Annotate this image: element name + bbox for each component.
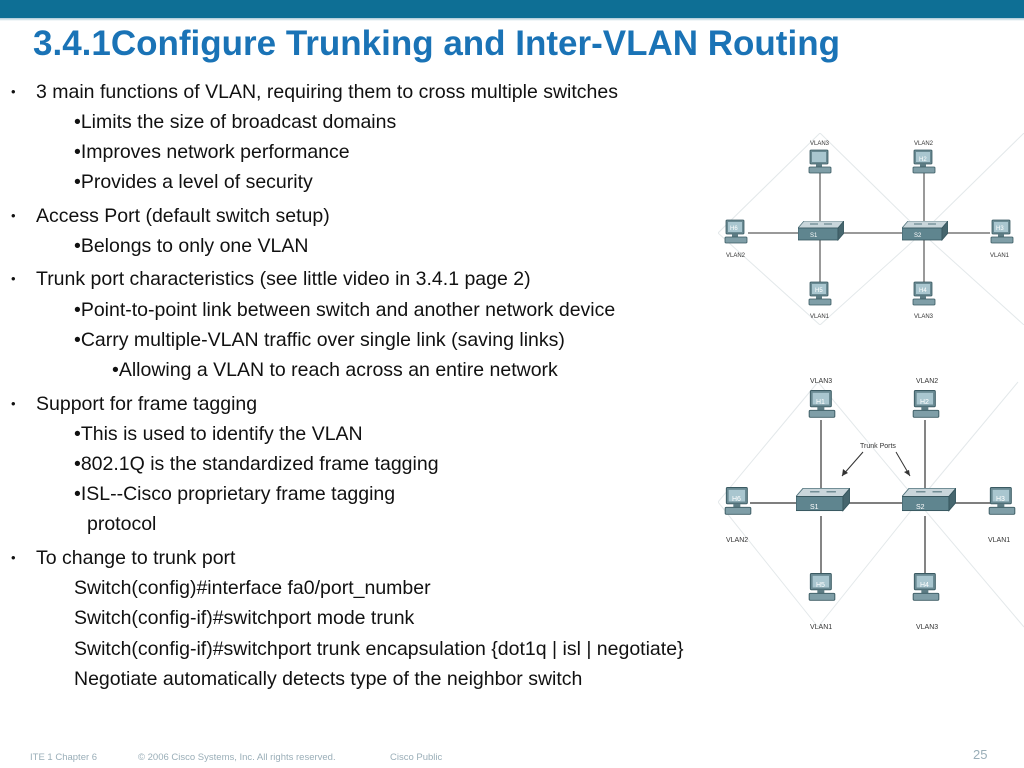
bullet-2-sub-1: •Belongs to only one VLAN — [74, 235, 309, 257]
bullet-marker: • — [11, 84, 16, 99]
diagram-grid — [718, 133, 1024, 325]
host-h2: VLAN2 H2 — [912, 141, 936, 174]
vlan-label: VLAN3 — [810, 378, 832, 385]
trunk-ports-diagram: Trunk Ports VLAN3 H1 VLAN2 H2 H6 VLAN2 H… — [718, 378, 1024, 631]
footer-classification: Cisco Public — [390, 752, 443, 763]
vlan-label: VLAN3 — [810, 141, 830, 147]
bullet-3-sub-1: •Point-to-point link between switch and … — [74, 299, 616, 321]
vlan-topology-diagram: VLAN3 H1 VLAN2 H2 H6 VLAN2 H3 VLAN1 S1 S… — [718, 133, 1024, 325]
vlan-label: VLAN2 — [914, 141, 934, 147]
bullet-4-sub-1: •This is used to identify the VLAN — [74, 423, 363, 445]
computer-icon — [808, 149, 832, 174]
vlan-label: VLAN2 — [726, 537, 748, 544]
host-h5: H5 VLAN1 — [808, 281, 832, 320]
switch-icon — [902, 488, 956, 512]
footer-copyright: © 2006 Cisco Systems, Inc. All rights re… — [138, 752, 336, 763]
bullet-3-subsub: •Allowing a VLAN to reach across an enti… — [112, 359, 558, 381]
command-line-4: Negotiate automatically detects type of … — [74, 668, 583, 690]
page-number: 25 — [973, 747, 988, 762]
host-h1: VLAN3 H1 — [808, 378, 836, 418]
bullet-2-text: Access Port (default switch setup) — [36, 205, 330, 227]
links — [748, 173, 990, 285]
host-h2: VLAN2 H2 — [912, 378, 940, 418]
switch-label: S2 — [914, 233, 922, 239]
vlan-label: VLAN2 — [916, 378, 938, 385]
host-label: H4 — [920, 582, 929, 589]
switch-s1: S1 — [796, 488, 850, 512]
vlan-label: VLAN3 — [916, 624, 938, 631]
host-label: H4 — [919, 288, 927, 294]
diagram-grid — [718, 381, 1024, 628]
host-label: H3 — [996, 226, 1004, 232]
bullet-3-sub-2: •Carry multiple-VLAN traffic over single… — [74, 329, 565, 351]
bullet-1-sub-1: •Limits the size of broadcast domains — [74, 111, 397, 133]
bullet-4-continuation: protocol — [87, 513, 157, 535]
vlan-label: VLAN1 — [810, 624, 832, 631]
bullet-1-text: 3 main functions of VLAN, requiring them… — [36, 81, 619, 103]
host-label: H6 — [732, 496, 741, 503]
switch-icon — [796, 488, 850, 512]
vlan-label: VLAN1 — [988, 537, 1010, 544]
header-bar — [0, 0, 1024, 18]
vlan-label: VLAN3 — [914, 314, 934, 320]
bullet-3-text: Trunk port characteristics (see little v… — [36, 268, 531, 290]
header-shade — [0, 18, 1024, 21]
bullet-1-sub-3: •Provides a level of security — [74, 171, 313, 193]
slide-title: 3.4.1Configure Trunking and Inter-VLAN R… — [33, 24, 840, 63]
command-line-2: Switch(config-if)#switchport mode trunk — [74, 607, 415, 629]
switch-s2: S2 — [902, 488, 956, 512]
switch-label: S1 — [810, 233, 818, 239]
host-label: H2 — [920, 399, 929, 406]
bullet-1-sub-2: •Improves network performance — [74, 141, 350, 163]
bullet-marker: • — [11, 208, 16, 223]
host-label: H1 — [816, 399, 825, 406]
switch-icon — [798, 221, 844, 241]
bullet-4-sub-3: •ISL--Cisco proprietary frame tagging — [74, 483, 396, 505]
host-h6: H6 VLAN2 — [724, 219, 748, 259]
trunk-ports-callout: Trunk Ports — [841, 443, 911, 477]
switch-s2: S2 — [902, 221, 948, 241]
host-h4: H4 VLAN3 — [912, 572, 940, 631]
bullet-4-text: Support for frame tagging — [36, 393, 258, 415]
vlan-label: VLAN1 — [810, 314, 830, 320]
host-h4: H4 VLAN3 — [912, 281, 936, 320]
switch-label: S2 — [916, 504, 925, 511]
host-h3: H3 VLAN1 — [988, 486, 1016, 544]
links — [750, 420, 990, 577]
host-h3: H3 VLAN1 — [990, 219, 1014, 259]
host-label: H5 — [815, 288, 823, 294]
host-label: H2 — [919, 157, 927, 163]
host-label: H5 — [816, 582, 825, 589]
bullet-marker: • — [11, 550, 16, 565]
arrow-head — [904, 470, 910, 476]
switch-label: S1 — [810, 504, 819, 511]
host-label: H3 — [996, 496, 1005, 503]
vlan-label: VLAN1 — [990, 253, 1010, 259]
bullet-4-sub-2: •802.1Q is the standardized frame taggin… — [74, 453, 439, 475]
bullet-marker: • — [11, 271, 16, 286]
host-h5: H5 VLAN1 — [808, 572, 836, 631]
switch-s1: S1 — [798, 221, 844, 241]
host-h1: VLAN3 H1 — [808, 141, 832, 174]
host-h6: H6 VLAN2 — [724, 486, 752, 544]
host-label: H6 — [730, 226, 738, 232]
bullet-5-text: To change to trunk port — [36, 547, 236, 569]
vlan-label: VLAN2 — [726, 253, 746, 259]
bullet-marker: • — [11, 396, 16, 411]
command-line-3: Switch(config-if)#switchport trunk encap… — [74, 638, 684, 660]
arrow-head — [842, 469, 848, 476]
command-line-1: Switch(config)#interface fa0/port_number — [74, 577, 431, 599]
switch-icon — [902, 221, 948, 241]
footer-course: ITE 1 Chapter 6 — [30, 752, 98, 763]
trunk-ports-label: Trunk Ports — [860, 443, 896, 450]
